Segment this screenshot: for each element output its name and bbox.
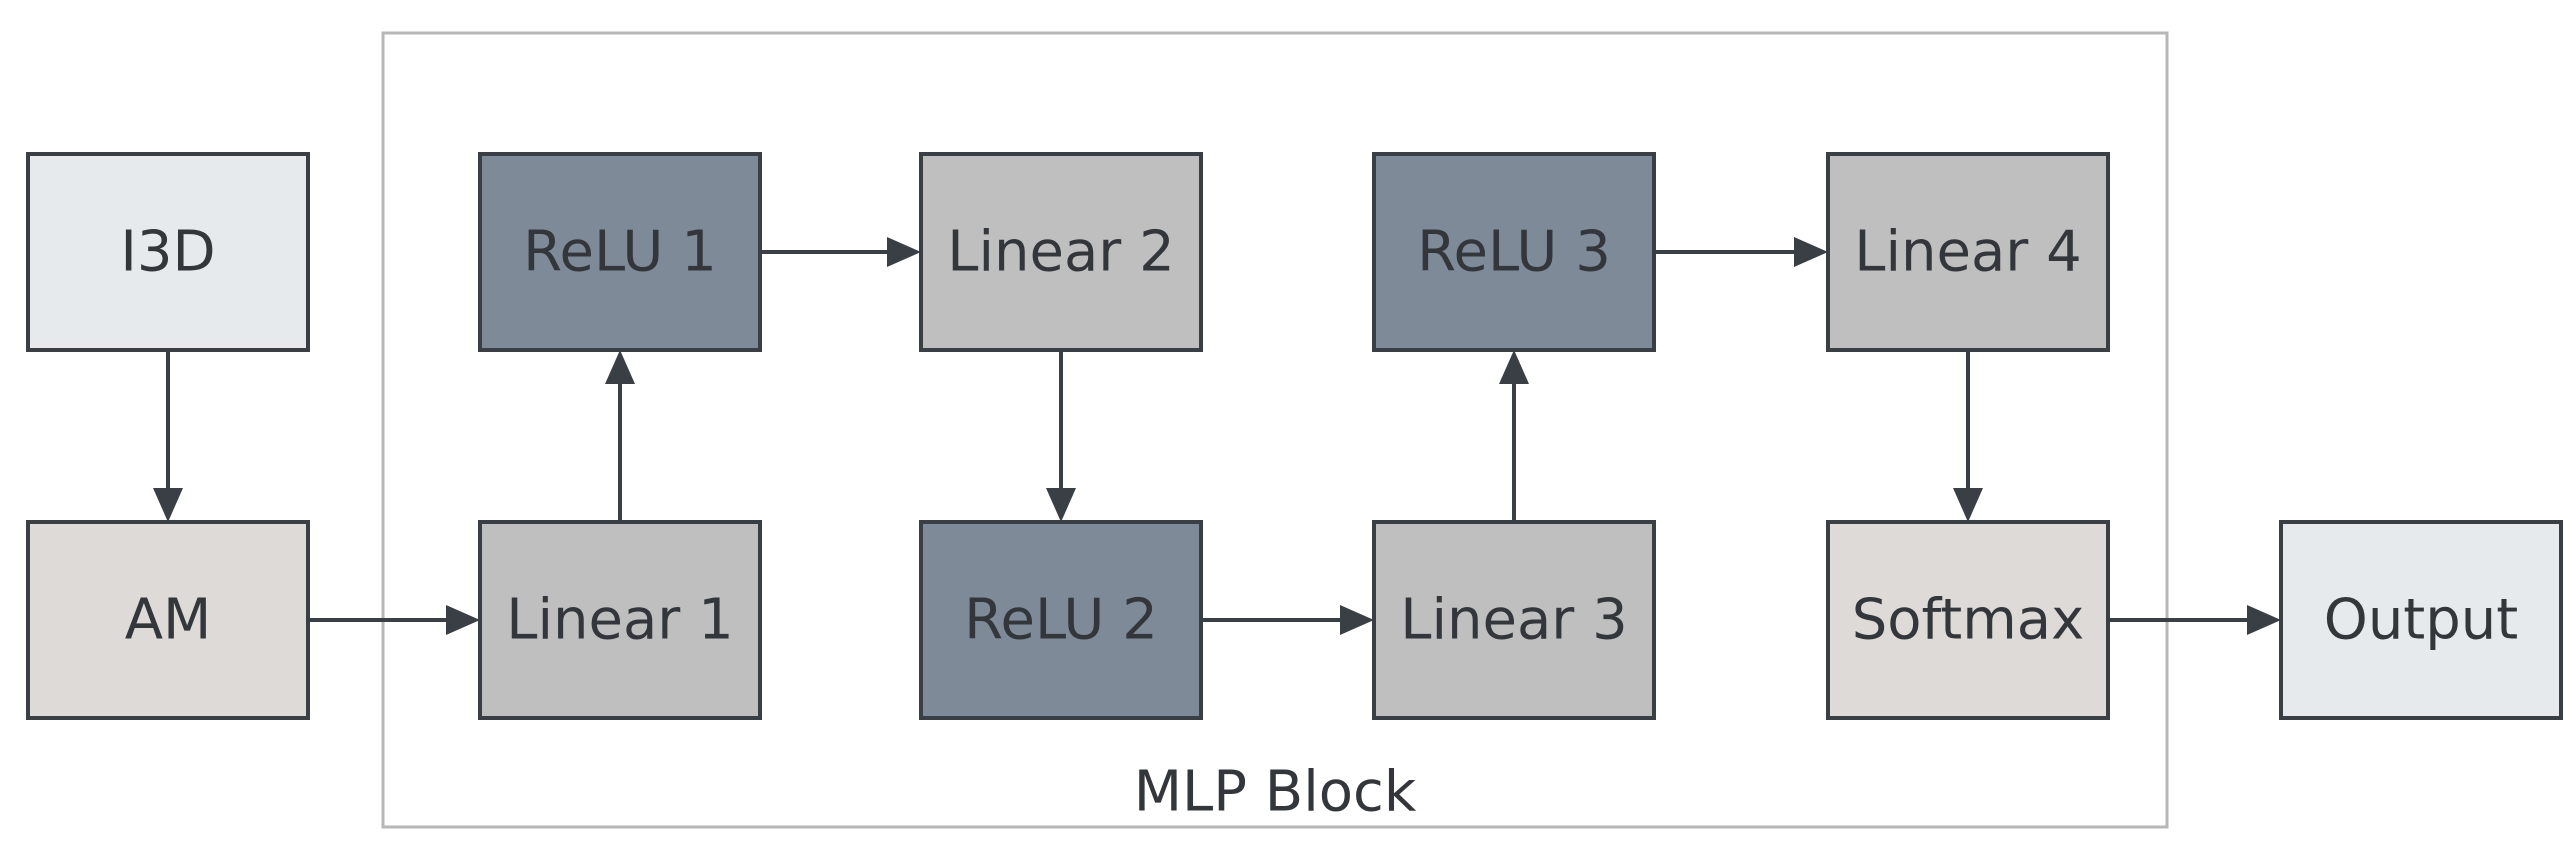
node-linear2-box — [919, 152, 1203, 352]
node-linear1-label: Linear 1 — [506, 588, 733, 653]
arrowhead-icon — [446, 605, 480, 635]
node-softmax-label: Softmax — [1852, 588, 2085, 653]
edge-relu1-to-linear2 — [760, 237, 921, 267]
node-linear4: Linear 4 — [1826, 152, 2110, 352]
edge-softmax-to-output — [2108, 605, 2281, 635]
node-i3d-label: I3D — [120, 220, 215, 285]
arrowhead-icon — [1953, 488, 1983, 522]
arrowhead-icon — [1046, 488, 1076, 522]
edge-am-to-linear1 — [308, 605, 480, 635]
edge-linear1-to-relu1 — [605, 350, 635, 522]
node-i3d: I3D — [26, 152, 310, 352]
node-linear4-box — [1826, 152, 2110, 352]
node-linear3-label: Linear 3 — [1400, 588, 1627, 653]
node-linear4-label: Linear 4 — [1854, 220, 2081, 285]
node-relu3-box — [1372, 152, 1656, 352]
node-relu3-label: ReLU 3 — [1417, 220, 1611, 285]
node-relu1: ReLU 1 — [478, 152, 762, 352]
node-output: Output — [2279, 520, 2563, 720]
arrowhead-icon — [605, 350, 635, 384]
node-relu1-label: ReLU 1 — [523, 220, 717, 285]
node-linear3-box — [1372, 520, 1656, 720]
node-relu2: ReLU 2 — [919, 520, 1203, 720]
node-softmax-box — [1826, 520, 2110, 720]
node-linear2-label: Linear 2 — [947, 220, 1174, 285]
arrowhead-icon — [2247, 605, 2281, 635]
node-am: AM — [26, 520, 310, 720]
node-linear2: Linear 2 — [919, 152, 1203, 352]
node-relu2-box — [919, 520, 1203, 720]
arrowhead-icon — [1794, 237, 1828, 267]
arrowhead-icon — [1340, 605, 1374, 635]
node-relu3: ReLU 3 — [1372, 152, 1656, 352]
mlp-block-label: MLP Block — [1134, 760, 1417, 825]
edge-i3d-to-am — [153, 350, 183, 522]
node-relu1-box — [478, 152, 762, 352]
edge-linear2-to-relu2 — [1046, 350, 1076, 522]
node-output-box — [2279, 520, 2563, 720]
node-am-box — [26, 520, 310, 720]
edge-relu3-to-linear4 — [1654, 237, 1828, 267]
edge-linear4-to-softmax — [1953, 350, 1983, 522]
node-am-label: AM — [125, 588, 212, 653]
node-linear3: Linear 3 — [1372, 520, 1656, 720]
node-output-label: Output — [2324, 588, 2519, 653]
arrowhead-icon — [1499, 350, 1529, 384]
node-relu2-label: ReLU 2 — [964, 588, 1158, 653]
node-softmax: Softmax — [1826, 520, 2110, 720]
edge-relu2-to-linear3 — [1201, 605, 1374, 635]
node-i3d-box — [26, 152, 310, 352]
node-linear1: Linear 1 — [478, 520, 762, 720]
arrowhead-icon — [153, 488, 183, 522]
arrowhead-icon — [887, 237, 921, 267]
edge-linear3-to-relu3 — [1499, 350, 1529, 522]
node-linear1-box — [478, 520, 762, 720]
